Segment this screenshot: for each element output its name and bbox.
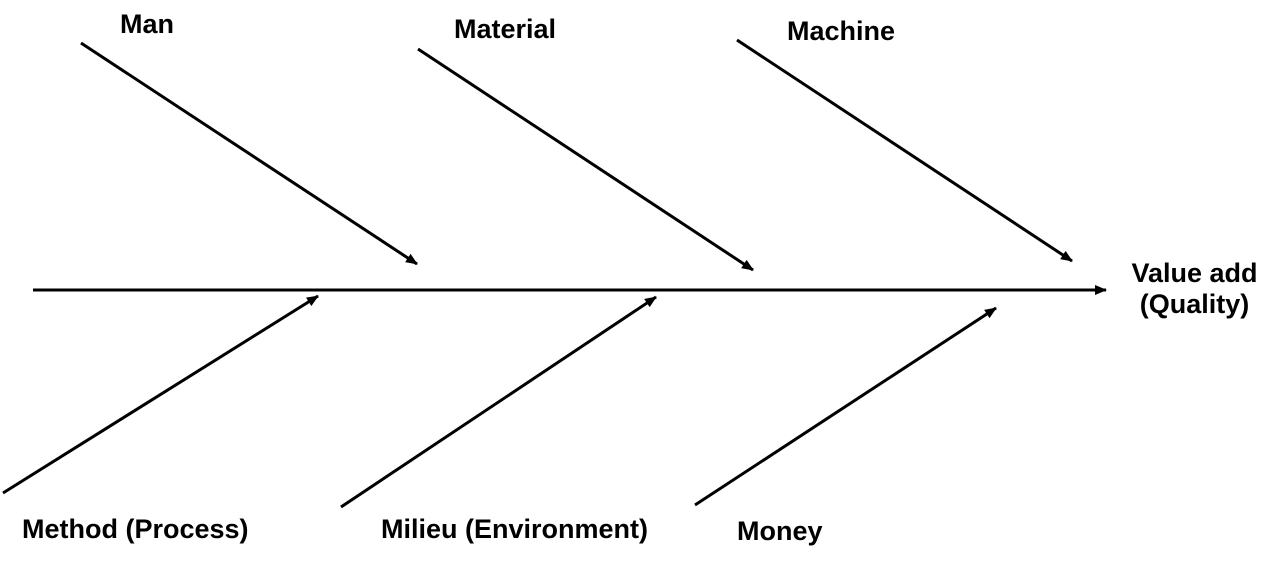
cause-label-milieu: Milieu (Environment)	[381, 514, 649, 544]
bone-material	[417, 47, 754, 272]
bone-method	[2, 294, 319, 495]
bone-money	[694, 306, 997, 507]
cause-label-man: Man	[120, 9, 174, 39]
bone-man	[80, 41, 418, 266]
bone-machine	[736, 38, 1073, 263]
cause-label-money: Money	[737, 516, 823, 546]
cause-label-machine: Machine	[787, 16, 896, 46]
effect-label-line1: Value add	[1131, 258, 1258, 288]
cause-label-material: Material	[454, 14, 557, 44]
effect-label: Value add (Quality)	[1122, 258, 1267, 320]
bone-milieu	[340, 295, 657, 509]
effect-label-line2: (Quality)	[1139, 289, 1250, 320]
cause-label-method: Method (Process)	[22, 514, 249, 544]
